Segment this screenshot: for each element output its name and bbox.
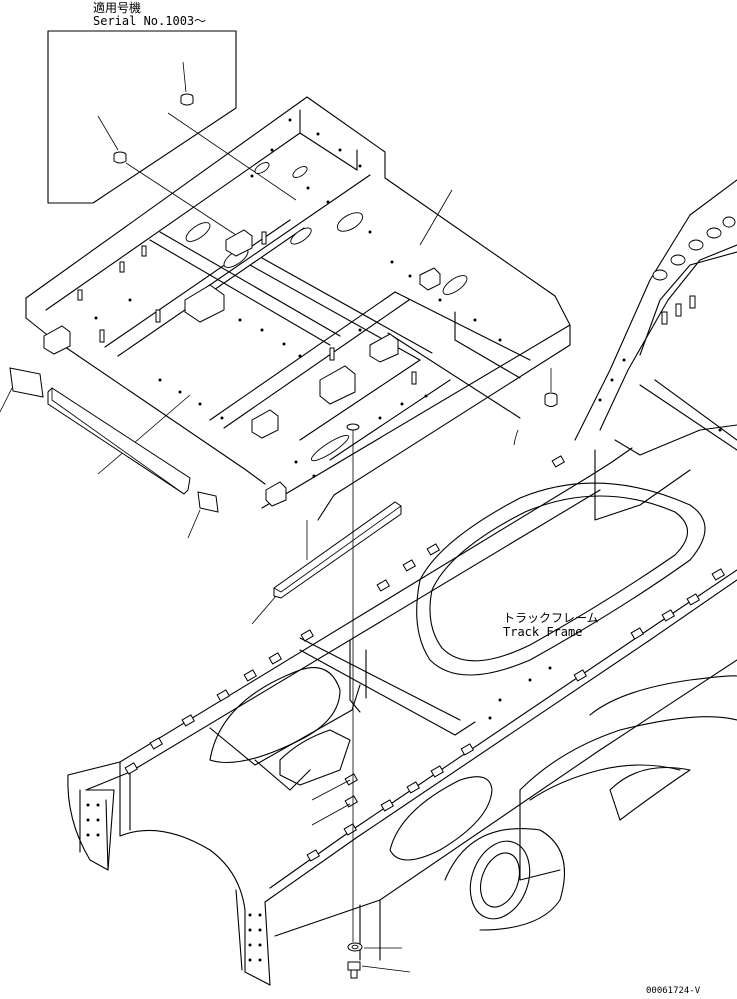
plug-part-right — [513, 368, 558, 446]
rubber-strip-long — [47, 387, 191, 495]
rubber-pad-left — [0, 367, 44, 413]
drawing-number: 00061724-V — [646, 986, 701, 996]
detail-plug-part — [167, 61, 297, 201]
end-plate-bolts — [86, 358, 722, 962]
applicable-model-label: 適用号機 — [93, 1, 142, 15]
bolt-stack — [346, 423, 411, 979]
rubber-pad-small — [187, 491, 219, 539]
upper-frame-bolts — [94, 118, 502, 478]
track-frame-assembly — [67, 179, 737, 986]
track-frame-label-jp: トラックフレーム — [503, 611, 599, 625]
track-frame-pads — [124, 455, 726, 862]
serial-detail-box — [47, 30, 297, 236]
serial-number-label: Serial No.1003～ — [93, 14, 207, 28]
detail-cap-part — [97, 115, 237, 236]
bolt-part — [347, 961, 411, 979]
track-frame-label-en: Track Frame — [503, 625, 583, 639]
washer-part — [347, 942, 402, 952]
track-frame-holes — [652, 216, 736, 325]
upper-frame-assembly — [25, 96, 571, 521]
rubber-strip-lower — [251, 501, 402, 625]
